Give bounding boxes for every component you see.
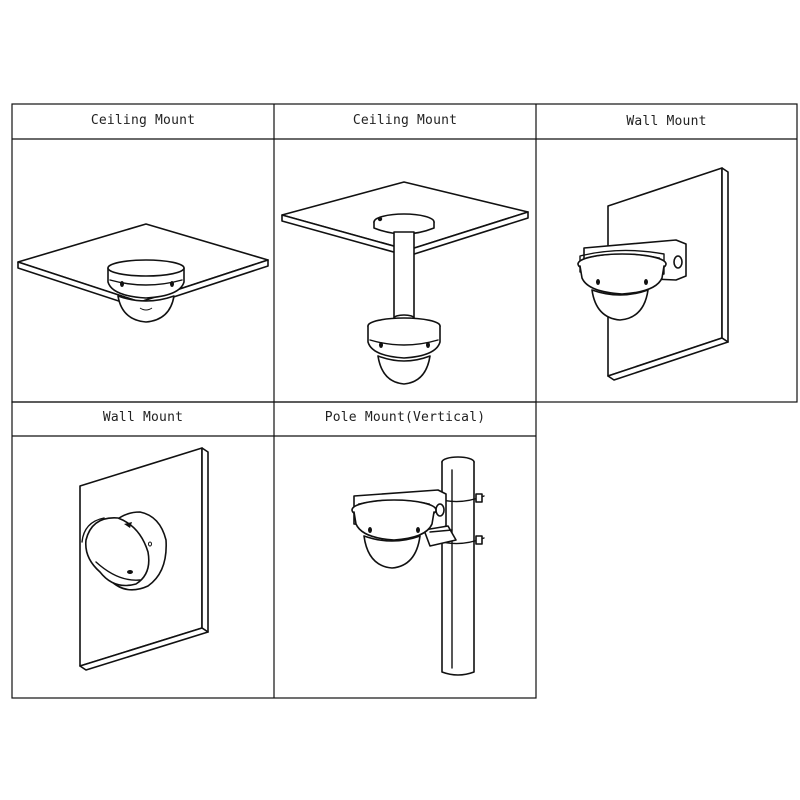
cell-title-wall-mount-2: Wall Mount xyxy=(102,410,184,425)
cell-title-ceiling-mount-1: Ceiling Mount xyxy=(90,113,196,128)
cell-title-pole-mount: Pole Mount(Vertical) xyxy=(324,410,486,425)
cell-title-ceiling-mount-2: Ceiling Mount xyxy=(352,113,458,128)
cell-title-wall-mount-1: Wall Mount xyxy=(626,114,707,129)
